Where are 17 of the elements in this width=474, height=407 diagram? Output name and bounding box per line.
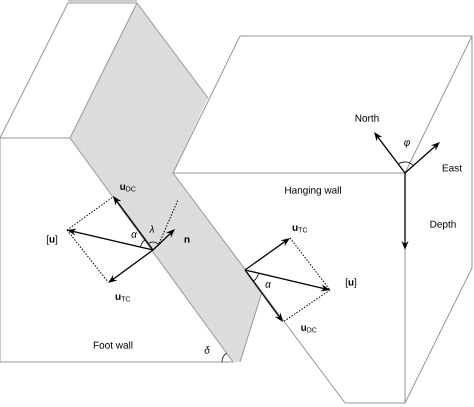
vector-label: u$_{DC}$ <box>301 326 317 332</box>
vector-label: [u] <box>46 235 58 245</box>
block-label: Hanging wall <box>285 186 341 196</box>
vector-label: u$_{DC}$ <box>120 184 136 192</box>
direction-label: East <box>442 164 462 172</box>
angle-label: α <box>266 282 272 288</box>
direction-label: Depth <box>430 220 456 230</box>
direction-label: North <box>356 114 379 122</box>
angle-label: φ <box>404 140 410 148</box>
angle-label: δ <box>204 346 210 354</box>
vector-label: n <box>184 237 190 243</box>
angle-label: α <box>132 232 138 238</box>
vector-label: u$_{TC}$ <box>116 294 130 302</box>
angle-label: λ <box>149 225 154 233</box>
block-label: Foot wall <box>94 341 132 349</box>
vector-label: u$_{TC}$ <box>292 226 308 232</box>
vector-label: [u] <box>346 278 356 288</box>
